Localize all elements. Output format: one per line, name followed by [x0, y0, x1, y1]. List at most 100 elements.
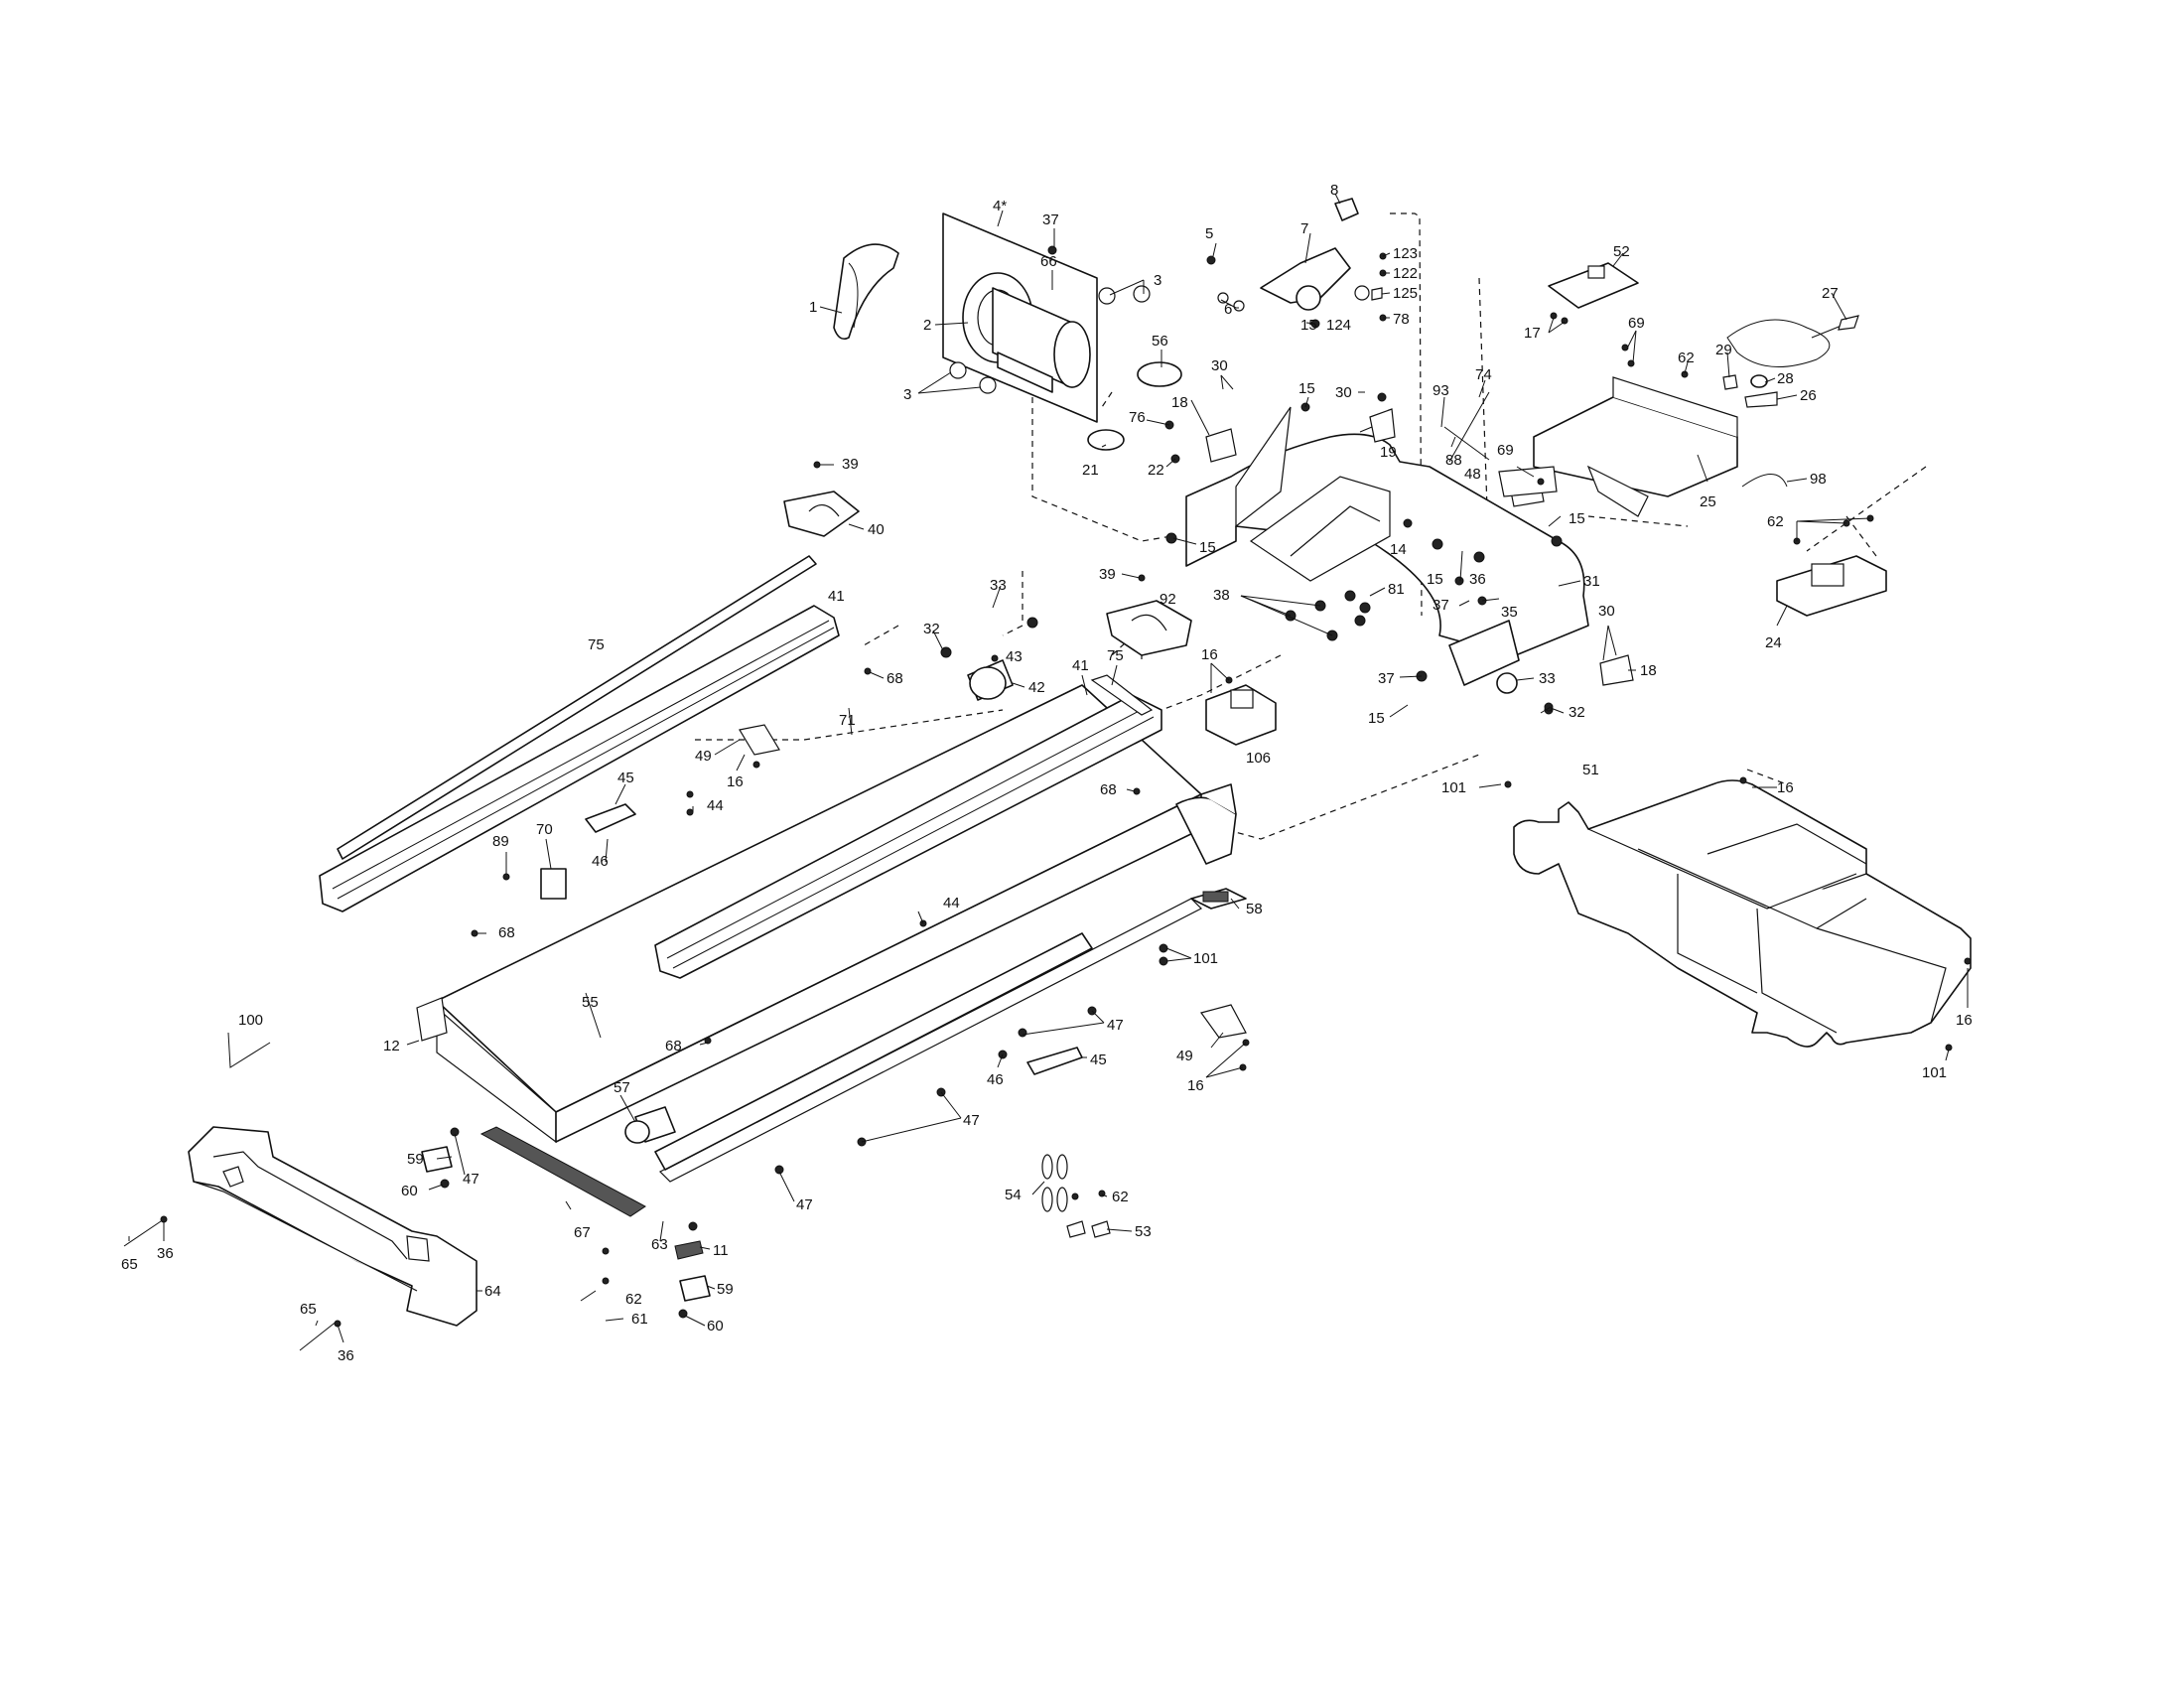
callout-30: 30 [1335, 384, 1352, 401]
callout-45: 45 [1090, 1052, 1107, 1068]
callout-75: 75 [1107, 647, 1124, 664]
callout-69: 69 [1628, 315, 1645, 332]
callout-68: 68 [887, 670, 903, 687]
drive-belt [833, 243, 899, 341]
callout-12: 12 [383, 1038, 400, 1054]
callout-37: 37 [1433, 597, 1449, 614]
callout-46: 46 [987, 1071, 1004, 1088]
callout-100: 100 [238, 1012, 263, 1029]
electronics-assembly [1498, 262, 1887, 617]
callout-45: 45 [617, 770, 634, 786]
walk-strip-67 [479, 1126, 646, 1217]
callout-26: 26 [1800, 387, 1817, 404]
callout-69: 69 [1497, 442, 1514, 459]
bracket-70 [540, 868, 567, 900]
callout-5: 5 [1205, 225, 1213, 242]
callout-122: 122 [1393, 265, 1418, 282]
callout-70: 70 [536, 821, 553, 838]
bracket-49b [1200, 1004, 1247, 1039]
callout-56: 56 [1152, 333, 1168, 350]
callout-7: 7 [1300, 220, 1308, 237]
rail-75b [1090, 674, 1154, 716]
side-rail-left [319, 461, 860, 912]
callout-57: 57 [614, 1079, 630, 1096]
frame-bracket-18 [1205, 428, 1237, 463]
callout-71: 71 [839, 712, 856, 729]
callout-48: 48 [1464, 466, 1481, 483]
callout-43: 43 [1006, 648, 1023, 665]
callout-60: 60 [707, 1318, 724, 1334]
callout-54: 54 [1005, 1187, 1022, 1203]
callout-106: 106 [1246, 750, 1271, 767]
callout-25: 25 [1700, 493, 1716, 510]
callout-3: 3 [1154, 272, 1161, 289]
callout-47: 47 [963, 1112, 980, 1129]
frame-lower-tube [1448, 620, 1520, 686]
callout-92: 92 [1160, 591, 1176, 608]
callout-89: 89 [492, 833, 509, 850]
callout-62: 62 [625, 1291, 642, 1308]
rail-41 [319, 605, 840, 912]
callout-63: 63 [651, 1236, 668, 1253]
callout-46: 46 [592, 853, 609, 870]
transformer-106 [1205, 684, 1277, 746]
callout-123: 123 [1393, 245, 1418, 262]
callout-32: 32 [923, 621, 940, 637]
callout-61: 61 [631, 1311, 648, 1328]
callout-62: 62 [1112, 1189, 1129, 1205]
callout-16: 16 [1956, 1012, 1973, 1029]
callout-16: 16 [1187, 1077, 1204, 1094]
callout-28: 28 [1777, 370, 1794, 387]
callout-15: 15 [1569, 510, 1585, 527]
callout-44: 44 [943, 895, 960, 912]
callout-47: 47 [1107, 1017, 1124, 1034]
callout-124: 124 [1326, 317, 1351, 334]
callout-101: 101 [1193, 950, 1218, 967]
callout-labels: 1 2 3 3 4* 37 66 5 6 7 8 123 122 125 78 … [121, 182, 1973, 1364]
callout-11: 11 [713, 1242, 729, 1259]
frame-bracket-19 [1369, 408, 1396, 443]
base-frame-51 [1504, 776, 1972, 1052]
callout-65: 65 [300, 1301, 317, 1318]
leader-lines [128, 193, 1969, 1343]
clip-58 [1190, 888, 1247, 910]
small-fasteners [123, 426, 1552, 1351]
callout-59: 59 [717, 1281, 734, 1298]
rail-cap-75 [337, 555, 817, 860]
callout-47: 47 [796, 1196, 813, 1213]
callout-6: 6 [1224, 301, 1232, 318]
callout-47: 47 [463, 1171, 479, 1188]
callout-88: 88 [1445, 452, 1462, 469]
callout-36: 36 [157, 1245, 174, 1262]
callout-81: 81 [1388, 581, 1405, 598]
callout-125: 125 [1393, 285, 1418, 302]
callout-53: 53 [1135, 1223, 1152, 1240]
callout-2: 2 [923, 317, 931, 334]
frame-upright-base [1185, 433, 1589, 671]
callout-52: 52 [1613, 243, 1630, 260]
callout-29: 29 [1715, 342, 1732, 358]
callout-15: 15 [1300, 317, 1317, 334]
callout-16: 16 [1777, 779, 1794, 796]
callout-39: 39 [1099, 566, 1116, 583]
callout-64: 64 [484, 1283, 501, 1300]
wire-98 [1741, 474, 1788, 488]
front-panel-64 [188, 1126, 478, 1327]
callout-42: 42 [1028, 679, 1045, 696]
callout-36: 36 [1469, 571, 1486, 588]
hood-clip-40 [783, 491, 860, 537]
hood-92 [1106, 600, 1192, 656]
bracket-49a [739, 724, 780, 756]
callout-24: 24 [1765, 634, 1782, 651]
callout-15: 15 [1199, 539, 1216, 556]
callout-37: 37 [1042, 211, 1059, 228]
callout-15: 15 [1368, 710, 1385, 727]
callout-59: 59 [407, 1151, 424, 1168]
deck-edge-12 [416, 997, 448, 1042]
wrench-100 [227, 1032, 271, 1068]
callout-101: 101 [1922, 1064, 1947, 1081]
callout-37: 37 [1378, 670, 1395, 687]
feet-59a [421, 1146, 453, 1173]
callout-16: 16 [727, 773, 744, 790]
